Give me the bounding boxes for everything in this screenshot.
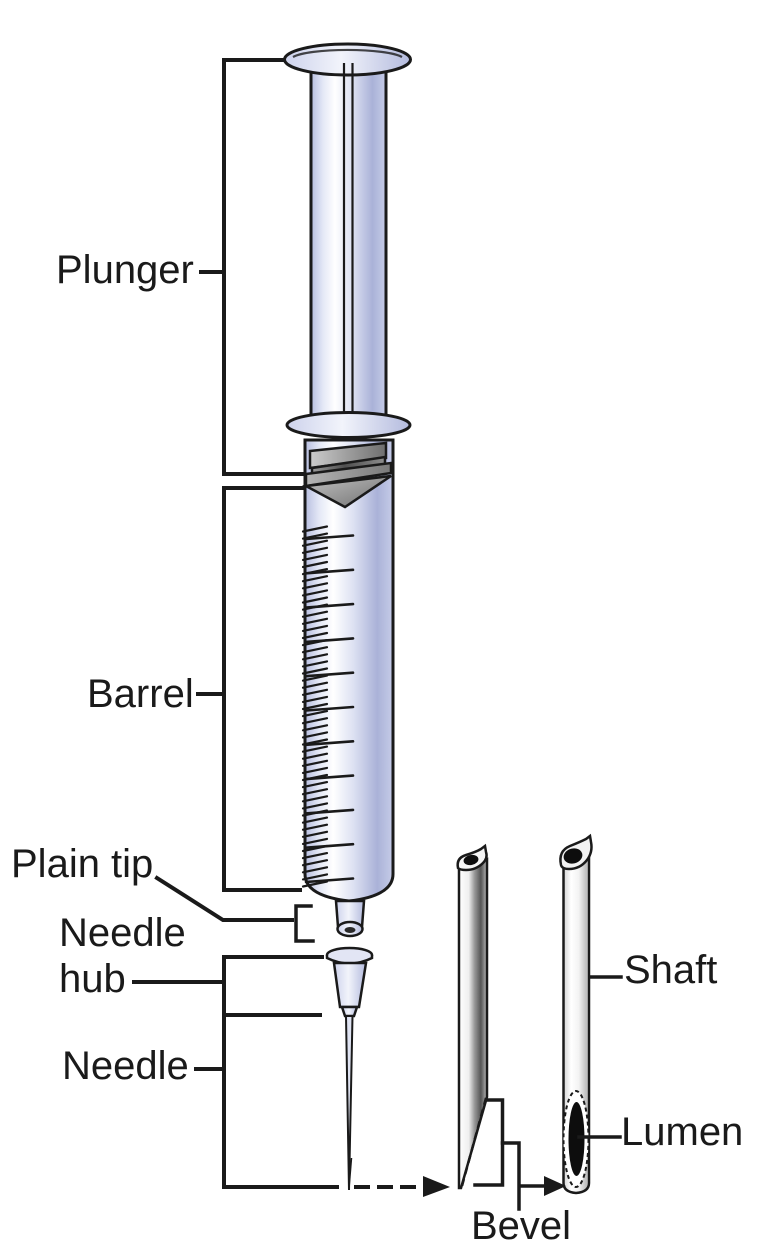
plunger-bracket (222, 58, 306, 476)
barrel-bracket (222, 486, 306, 892)
lumen-dot-top (563, 848, 583, 864)
lumen-dot-small (463, 854, 479, 866)
arrow-to-shaft (520, 1176, 566, 1196)
plain-tip-bracket (294, 904, 315, 943)
lumen-oval (568, 1102, 585, 1176)
plunger-stopper (301, 441, 393, 509)
needle-hub (325, 946, 374, 1018)
label-needle-hub-line2: hub (59, 957, 126, 1001)
plunger-rod (309, 62, 388, 418)
label-bevel: Bevel (471, 1204, 572, 1248)
label-barrel: Barrel (87, 672, 194, 716)
callout-lines (132, 58, 623, 1211)
label-plunger: Plunger (56, 248, 194, 292)
label-plain-tip: Plain tip (11, 842, 154, 886)
label-shaft: Shaft (624, 948, 718, 992)
bevel-bracket (473, 1098, 521, 1211)
plunger-flange (285, 411, 412, 439)
barrel-graduations (301, 525, 355, 888)
arrow-to-bevel (354, 1176, 450, 1197)
plain-tip-nozzle (334, 899, 366, 938)
plunger-thumb-rest (283, 42, 412, 77)
plain-tip-pointer (154, 875, 294, 922)
label-needle-hub-line1: Needle (59, 911, 186, 955)
needle-bevel-closeup (456, 843, 489, 1190)
needle-shaft (344, 1015, 354, 1191)
syringe (283, 42, 412, 1191)
label-needle: Needle (62, 1044, 189, 1088)
needle-bracket (222, 955, 339, 1189)
label-lumen: Lumen (621, 1110, 744, 1154)
needle-shaft-closeup (559, 833, 593, 1195)
